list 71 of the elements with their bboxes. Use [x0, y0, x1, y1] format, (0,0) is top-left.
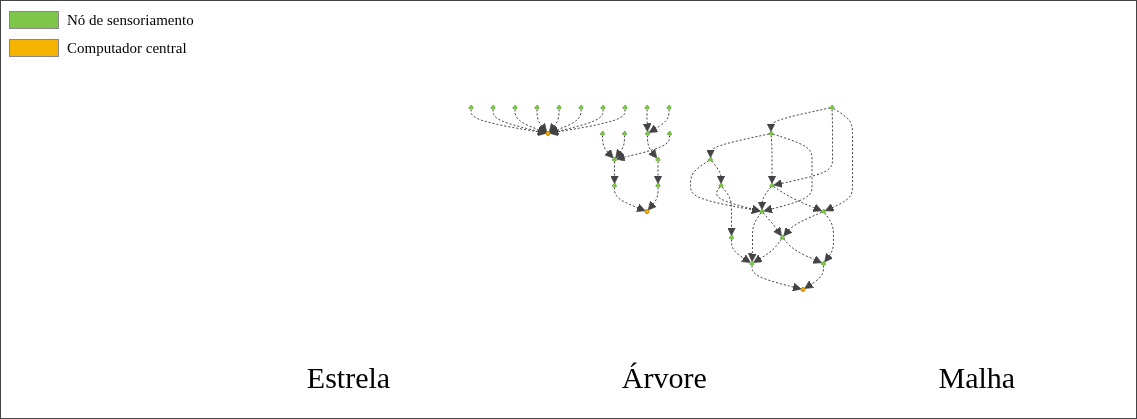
dashed-arrow — [783, 238, 823, 264]
dashed-arrow — [615, 135, 626, 159]
node-circle — [708, 157, 714, 162]
node-circle — [612, 183, 618, 188]
dashed-arrow — [751, 265, 802, 292]
dashed-arrow — [549, 109, 626, 137]
node-circle — [749, 261, 755, 266]
dashed-arrow — [773, 109, 834, 188]
node-circle — [666, 105, 672, 110]
dashed-arrow — [763, 212, 782, 237]
dashed-arrow — [711, 160, 726, 184]
dashed-arrow — [614, 187, 646, 212]
dashed-arrow — [804, 265, 825, 289]
dashed-arrow — [763, 133, 813, 214]
node-circle — [655, 183, 661, 188]
node-circle — [645, 131, 651, 136]
dashed-arrow — [757, 186, 772, 210]
node-circle — [600, 131, 606, 136]
dashed-arrow — [825, 108, 854, 212]
dashed-arrow — [748, 212, 762, 262]
dashed-arrow — [616, 135, 671, 162]
dashed-arrow — [648, 187, 659, 211]
node-circle — [768, 131, 774, 136]
node-circle — [769, 183, 775, 188]
node-circle — [800, 287, 806, 292]
node-circle — [780, 235, 786, 240]
dashed-arrow — [642, 109, 652, 132]
node-circle — [718, 183, 724, 188]
dashed-arrow — [824, 212, 835, 263]
node-circle — [534, 105, 540, 110]
dashed-arrow — [610, 161, 620, 184]
node-circle — [829, 105, 835, 110]
dashed-arrow — [549, 109, 560, 133]
node-circle — [490, 105, 496, 110]
node-circle — [667, 131, 673, 136]
node-circle — [600, 105, 606, 110]
node-circle — [578, 105, 584, 110]
dashed-arrow — [773, 186, 823, 212]
dashed-arrow — [722, 186, 737, 236]
dashed-arrow — [602, 135, 614, 159]
node-circle — [622, 131, 628, 136]
dashed-arrow — [647, 135, 658, 159]
node-circle — [644, 209, 650, 214]
dashed-arrow — [753, 238, 783, 263]
node-circle — [821, 261, 827, 266]
dashed-arrow — [706, 133, 770, 158]
legend-text: Computador central — [67, 39, 187, 57]
dashed-arrow — [766, 107, 831, 132]
topology-label: Malha — [938, 361, 1016, 395]
node-circle — [759, 209, 765, 214]
node-circle — [655, 157, 661, 162]
node-circle — [612, 157, 618, 162]
dashed-arrow — [514, 109, 547, 134]
node-circle — [545, 131, 551, 136]
dashed-arrow — [731, 239, 751, 263]
node-circle — [622, 105, 628, 110]
node-circle — [512, 105, 518, 110]
dashed-arrow — [767, 135, 777, 184]
dashed-arrow — [653, 161, 663, 184]
dashed-arrow — [716, 186, 761, 214]
dashed-arrow — [649, 109, 670, 133]
node-circle — [729, 235, 735, 240]
topology-label: Estrela — [306, 361, 391, 395]
dashed-arrow — [783, 211, 823, 237]
node-circle — [821, 209, 827, 214]
legend-text: Nó de sensoriamento — [67, 11, 194, 29]
node-circle — [468, 105, 474, 110]
dashed-arrow — [536, 109, 548, 133]
topology-label: Árvore — [621, 361, 707, 395]
node-circle — [556, 105, 562, 110]
node-circle — [644, 105, 650, 110]
